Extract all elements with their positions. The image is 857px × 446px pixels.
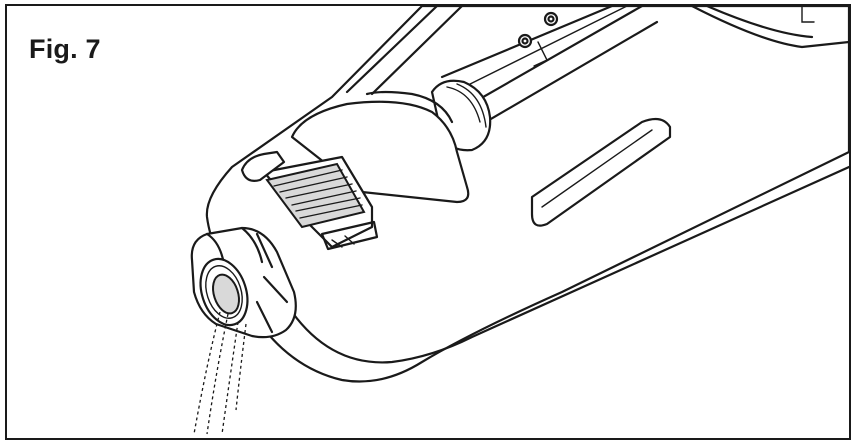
adjustment-dial xyxy=(262,155,379,251)
figure-frame: Fig. 7 xyxy=(5,4,851,440)
dial-housing xyxy=(290,100,470,204)
hose-connector-nut xyxy=(190,226,297,339)
sprinkler-illustration xyxy=(190,6,849,435)
water-drips xyxy=(193,311,247,435)
figure-label: Fig. 7 xyxy=(29,34,101,64)
sprinkler-body xyxy=(205,6,849,383)
